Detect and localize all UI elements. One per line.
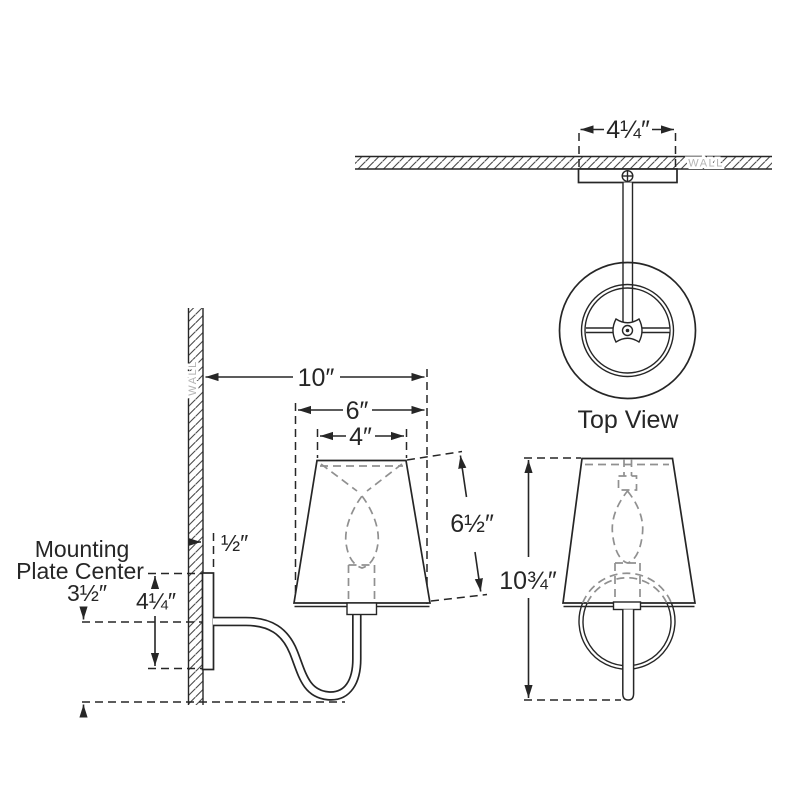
dim-text-overall-height: 10¾″ — [499, 567, 557, 595]
screw-icon — [621, 169, 634, 182]
top-view-shade-outer — [558, 261, 697, 400]
side-view-wall-text: WALL — [187, 360, 199, 396]
dim-text-shade-bottom: 6″ — [346, 397, 369, 425]
ring-hidden-outer — [581, 572, 673, 604]
extension-line — [406, 450, 463, 461]
dim-text-projection: 10″ — [298, 364, 335, 392]
dim-shade-height: 6½″ — [406, 450, 494, 602]
dim-arrow-top — [458, 455, 468, 498]
hidden-bulb — [344, 494, 380, 569]
top-view-wall-hatch — [355, 156, 772, 169]
dim-backplate-height: 4¼″ — [136, 576, 176, 666]
dim-text-backplate-height: 4¼″ — [136, 588, 176, 614]
front-view: 10¾″ — [499, 457, 696, 701]
top-view-shade-inner2 — [584, 287, 671, 374]
side-view-internals — [320, 463, 403, 602]
dim-backplate-width: 4¼″ — [578, 116, 677, 168]
top-view-wall-text: WALL — [688, 158, 724, 170]
top-view-socket-hub — [612, 317, 643, 344]
dim-text-backplate-thickness: ½″ — [221, 530, 248, 556]
dim-shade-top: 4″ — [316, 423, 408, 458]
extension-line — [430, 593, 488, 602]
top-view: WALL 4¼″ — [355, 116, 772, 434]
dim-text-shade-top: 4″ — [349, 423, 372, 451]
top-view-stem-core — [623, 182, 633, 324]
hidden-bulb — [611, 489, 644, 564]
dim-backplate-thickness: ½″ — [188, 530, 248, 571]
side-view-backplate — [201, 572, 215, 671]
dim-text-mounting-center: 3½″ — [67, 580, 107, 606]
dim-text-backplate-width: 4¼″ — [606, 116, 650, 144]
mounting-note: Mounting Plate Center 3½″ — [16, 536, 144, 718]
dim-text-shade-height: 6½″ — [450, 510, 494, 538]
front-view-internals — [585, 459, 669, 602]
side-view-shade — [293, 459, 432, 604]
side-view-arm — [213, 611, 362, 701]
note-line1: Mounting — [35, 536, 130, 562]
dim-shade-bottom: 6″ — [294, 397, 425, 600]
dim-arrow-bottom — [474, 551, 483, 592]
front-view-stem — [622, 609, 635, 701]
top-view-title: Top View — [578, 406, 680, 434]
side-view-candle-cup — [346, 602, 378, 616]
hidden-harp — [320, 463, 358, 492]
note-line2: Plate Center — [16, 558, 144, 584]
front-view-shade — [562, 457, 696, 604]
dim-projection: 10″ — [205, 364, 428, 604]
front-view-candle-cup — [612, 601, 642, 611]
side-view: WALL 10″ 6″ 4″ — [16, 308, 494, 718]
hidden-harp — [366, 463, 403, 492]
side-view-wall-hatch — [188, 308, 203, 705]
top-view-shade-inner — [580, 283, 675, 378]
dim-overall-height: 10¾″ — [499, 457, 621, 701]
